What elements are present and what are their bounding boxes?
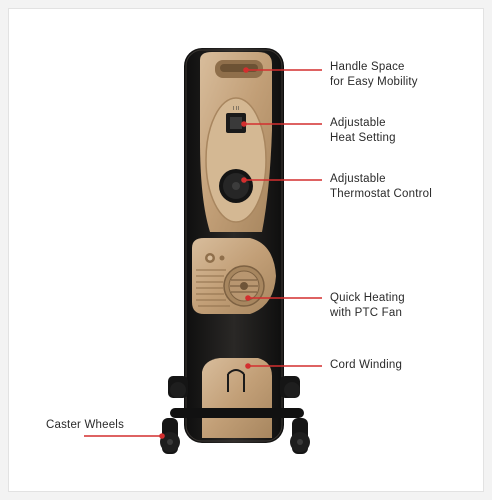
thermostat-knob — [219, 169, 253, 203]
label-line: Adjustable — [330, 117, 386, 129]
label-caster-wheels: Caster Wheels — [46, 418, 124, 433]
svg-text:I II: I II — [233, 106, 239, 112]
label-line: Caster Wheels — [46, 419, 125, 431]
label-line: Quick Heating — [330, 292, 405, 304]
label-line: Cord Winding — [330, 359, 403, 371]
label-line: Thermostat Control — [330, 188, 433, 200]
heat-setting-switch: I II — [226, 106, 246, 133]
caster-wheel-icon — [160, 382, 310, 454]
label-heat-setting: Adjustable Heat Setting — [330, 116, 396, 146]
label-thermostat-control: Adjustable Thermostat Control — [330, 172, 432, 202]
label-line: Adjustable — [330, 173, 386, 185]
label-ptc-fan: Quick Heating with PTC Fan — [330, 291, 405, 321]
control-panel: I II — [200, 52, 272, 232]
label-line: with PTC Fan — [330, 307, 403, 319]
ptc-fan-icon — [223, 265, 265, 307]
leader-lines — [84, 67, 322, 439]
label-cord-winding: Cord Winding — [330, 358, 402, 373]
fan-panel — [192, 238, 276, 314]
label-line: for Easy Mobility — [330, 76, 418, 88]
label-handle-space: Handle Space for Easy Mobility — [330, 60, 418, 90]
label-line: Heat Setting — [330, 132, 396, 144]
label-line: Handle Space — [330, 61, 405, 73]
cord-winding-panel — [202, 358, 272, 438]
